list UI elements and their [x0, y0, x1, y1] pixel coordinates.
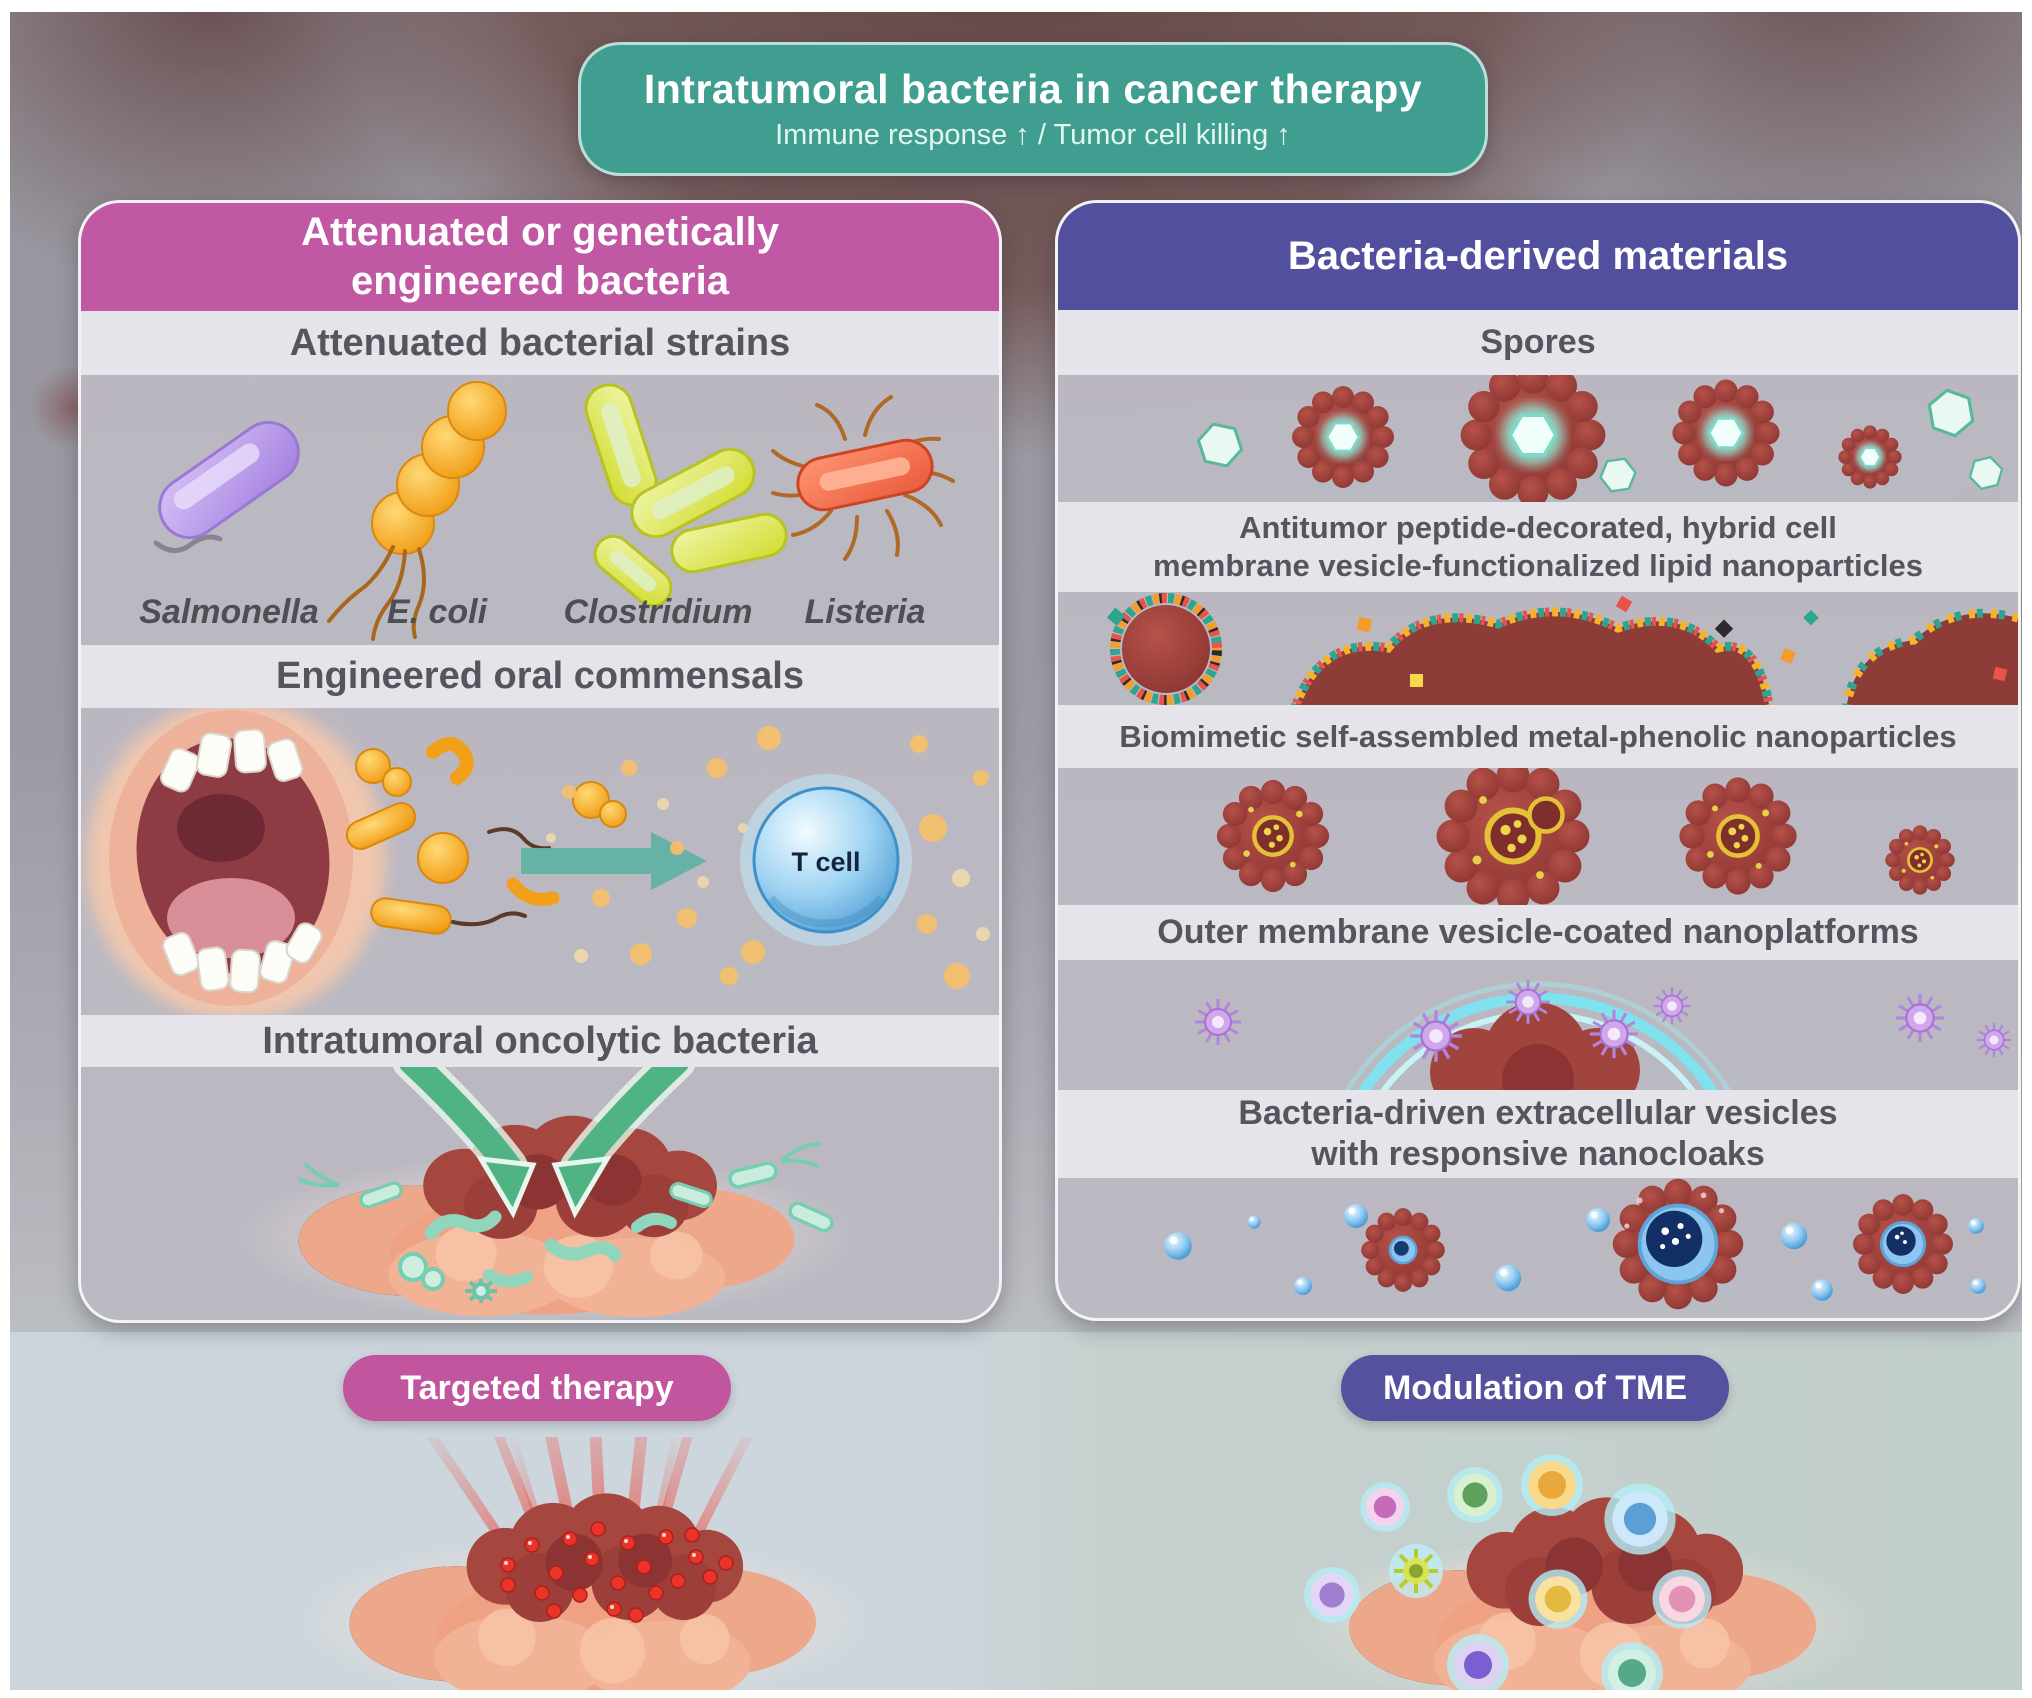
- targeted-therapy-badge: Targeted therapy: [343, 1355, 731, 1421]
- metal-phenolic-icon: [1885, 825, 1954, 894]
- right-panel-title: Bacteria-derived materials: [1287, 234, 1789, 279]
- lipid-nanoparticle-icon: [1110, 593, 1222, 705]
- figure-canvas: Intratumoral bacteria in cancer therapy …: [10, 12, 2022, 1690]
- nanocloak-vesicle-icon: [1361, 1208, 1445, 1292]
- nanocloak-vesicle-icon: [1612, 1178, 1744, 1310]
- bacterium-name: Clostridium: [563, 593, 753, 631]
- omv-label: Outer membrane vesicle-coated nanoplatfo…: [1157, 912, 1919, 951]
- spore-icon: [1672, 379, 1779, 486]
- metal-phenolic-illustration: [1058, 768, 2018, 905]
- tme-modulation-illustration: [1289, 1454, 1875, 1690]
- targeted-therapy-illustration: [289, 1437, 875, 1690]
- spore-icon: [1838, 425, 1901, 488]
- figure-subtitle: Immune response ↑ / Tumor cell killing ↑: [775, 119, 1291, 151]
- section-attenuated-strains: Attenuated bacterial strains: [81, 311, 999, 375]
- modulation-tme-badge: Modulation of TME: [1341, 1355, 1729, 1421]
- oral-commensals-illustration: T cell: [86, 708, 990, 1015]
- bacterium-name: Listeria: [804, 593, 926, 631]
- hybrid-lnp-illustration: [1106, 593, 2018, 705]
- spores-illustration-band: [1058, 375, 2018, 502]
- dendritic-cell-icon: [1389, 1544, 1443, 1598]
- mouth-icon: [109, 710, 353, 1006]
- hexagon-crystal-icon: [1965, 454, 2007, 492]
- secreted-dots: [546, 726, 990, 989]
- right-panel-header: Bacteria-derived materials: [1058, 203, 2018, 310]
- section-oral-commensals: Engineered oral commensals: [81, 645, 999, 708]
- green-arrow-icon: [393, 1067, 695, 1219]
- section-hybrid-lnp: Antitumor peptide-decorated, hybrid cell…: [1058, 502, 2018, 592]
- salmonella-icon: [158, 420, 300, 540]
- nanocloak-vesicle-icon: [1853, 1194, 1953, 1294]
- oral-commensals-label: Engineered oral commensals: [276, 655, 804, 698]
- section-spores: Spores: [1058, 310, 2018, 375]
- oral-bacteria-icons: [345, 737, 627, 935]
- oncolytic-illustration: [234, 1067, 857, 1320]
- tumor-icon: [234, 1115, 857, 1320]
- lysed-bacterium-icon: [465, 1279, 497, 1303]
- hexagon-crystal-icon: [1193, 420, 1247, 470]
- spores-label: Spores: [1480, 322, 1596, 361]
- oncolytic-illustration-band: [81, 1067, 999, 1320]
- arrow-right-icon: [521, 832, 707, 890]
- oncolytic-bacteria-icons: [298, 1141, 837, 1303]
- ev-label: Bacteria-driven extracellular vesicles w…: [1238, 1093, 1838, 1173]
- oncolytic-label: Intratumoral oncolytic bacteria: [262, 1019, 818, 1062]
- membrane-fragment-icon: [1842, 608, 2018, 705]
- dot-highlights: [504, 1533, 696, 1609]
- section-oncolytic: Intratumoral oncolytic bacteria: [81, 1015, 999, 1067]
- biomimetic-label: Biomimetic self-assembled metal-phenolic…: [1119, 718, 1957, 754]
- metal-phenolic-icon: [1679, 777, 1796, 894]
- panel-bacteria-derived-materials: Bacteria-derived materials Spores Antitu…: [1055, 200, 2021, 1321]
- strains-illustration-band: Salmonella E. coli Clostridium Listeria: [81, 375, 999, 645]
- spores-illustration: [1193, 375, 2007, 502]
- left-panel-title: Attenuated or genetically engineered bac…: [301, 210, 779, 303]
- tcell-icon: T cell: [740, 774, 912, 946]
- salmonella-flagellum: [153, 534, 223, 553]
- clostridium-icon: [584, 383, 788, 608]
- metal-phenolic-illustration-band: [1058, 768, 2018, 905]
- oral-illustration-band: T cell: [81, 708, 999, 1015]
- bacteria-strains-illustration: [153, 381, 955, 641]
- title-banner: Intratumoral bacteria in cancer therapy …: [578, 42, 1488, 176]
- bacterium-name: Salmonella: [139, 593, 319, 631]
- immune-cell-icon: [1304, 1454, 1712, 1690]
- hybrid-lnp-label: Antitumor peptide-decorated, hybrid cell…: [1152, 510, 1924, 583]
- ecoli-icon: [327, 381, 507, 641]
- attenuated-strains-label: Attenuated bacterial strains: [289, 321, 791, 364]
- drug-dots: [500, 1521, 734, 1623]
- section-omv: Outer membrane vesicle-coated nanoplatfo…: [1058, 905, 2018, 960]
- hexagon-crystal-icon: [1597, 456, 1639, 494]
- spore-icon: [1461, 375, 1606, 502]
- section-ev: Bacteria-driven extracellular vesicles w…: [1058, 1090, 2018, 1178]
- section-biomimetic: Biomimetic self-assembled metal-phenolic…: [1058, 705, 2018, 768]
- panel-engineered-bacteria: Attenuated or genetically engineered bac…: [78, 200, 1002, 1323]
- spore-icon: [1292, 386, 1394, 488]
- confetti-dots: [1106, 595, 2008, 687]
- listeria-icon: [771, 395, 955, 561]
- ev-illustration: [1164, 1178, 1986, 1310]
- omv-illustration-band: [1058, 960, 2018, 1090]
- metal-phenolic-icon: [1217, 780, 1329, 892]
- bacterium-name: E. coli: [386, 593, 488, 631]
- left-panel-header: Attenuated or genetically engineered bac…: [81, 203, 999, 311]
- omv-illustration: [1193, 978, 2013, 1090]
- hybrid-illustration-band: [1058, 592, 2018, 705]
- metal-phenolic-icon: [1437, 768, 1590, 905]
- ev-illustration-band: [1058, 1178, 2018, 1318]
- figure-title: Intratumoral bacteria in cancer therapy: [643, 66, 1423, 112]
- beam-rays: [414, 1437, 763, 1569]
- modulation-tme-label: Modulation of TME: [1382, 1368, 1688, 1407]
- targeted-therapy-label: Targeted therapy: [400, 1368, 674, 1407]
- hexagon-crystal-icon: [1920, 384, 1982, 442]
- tcell-label: T cell: [791, 847, 860, 877]
